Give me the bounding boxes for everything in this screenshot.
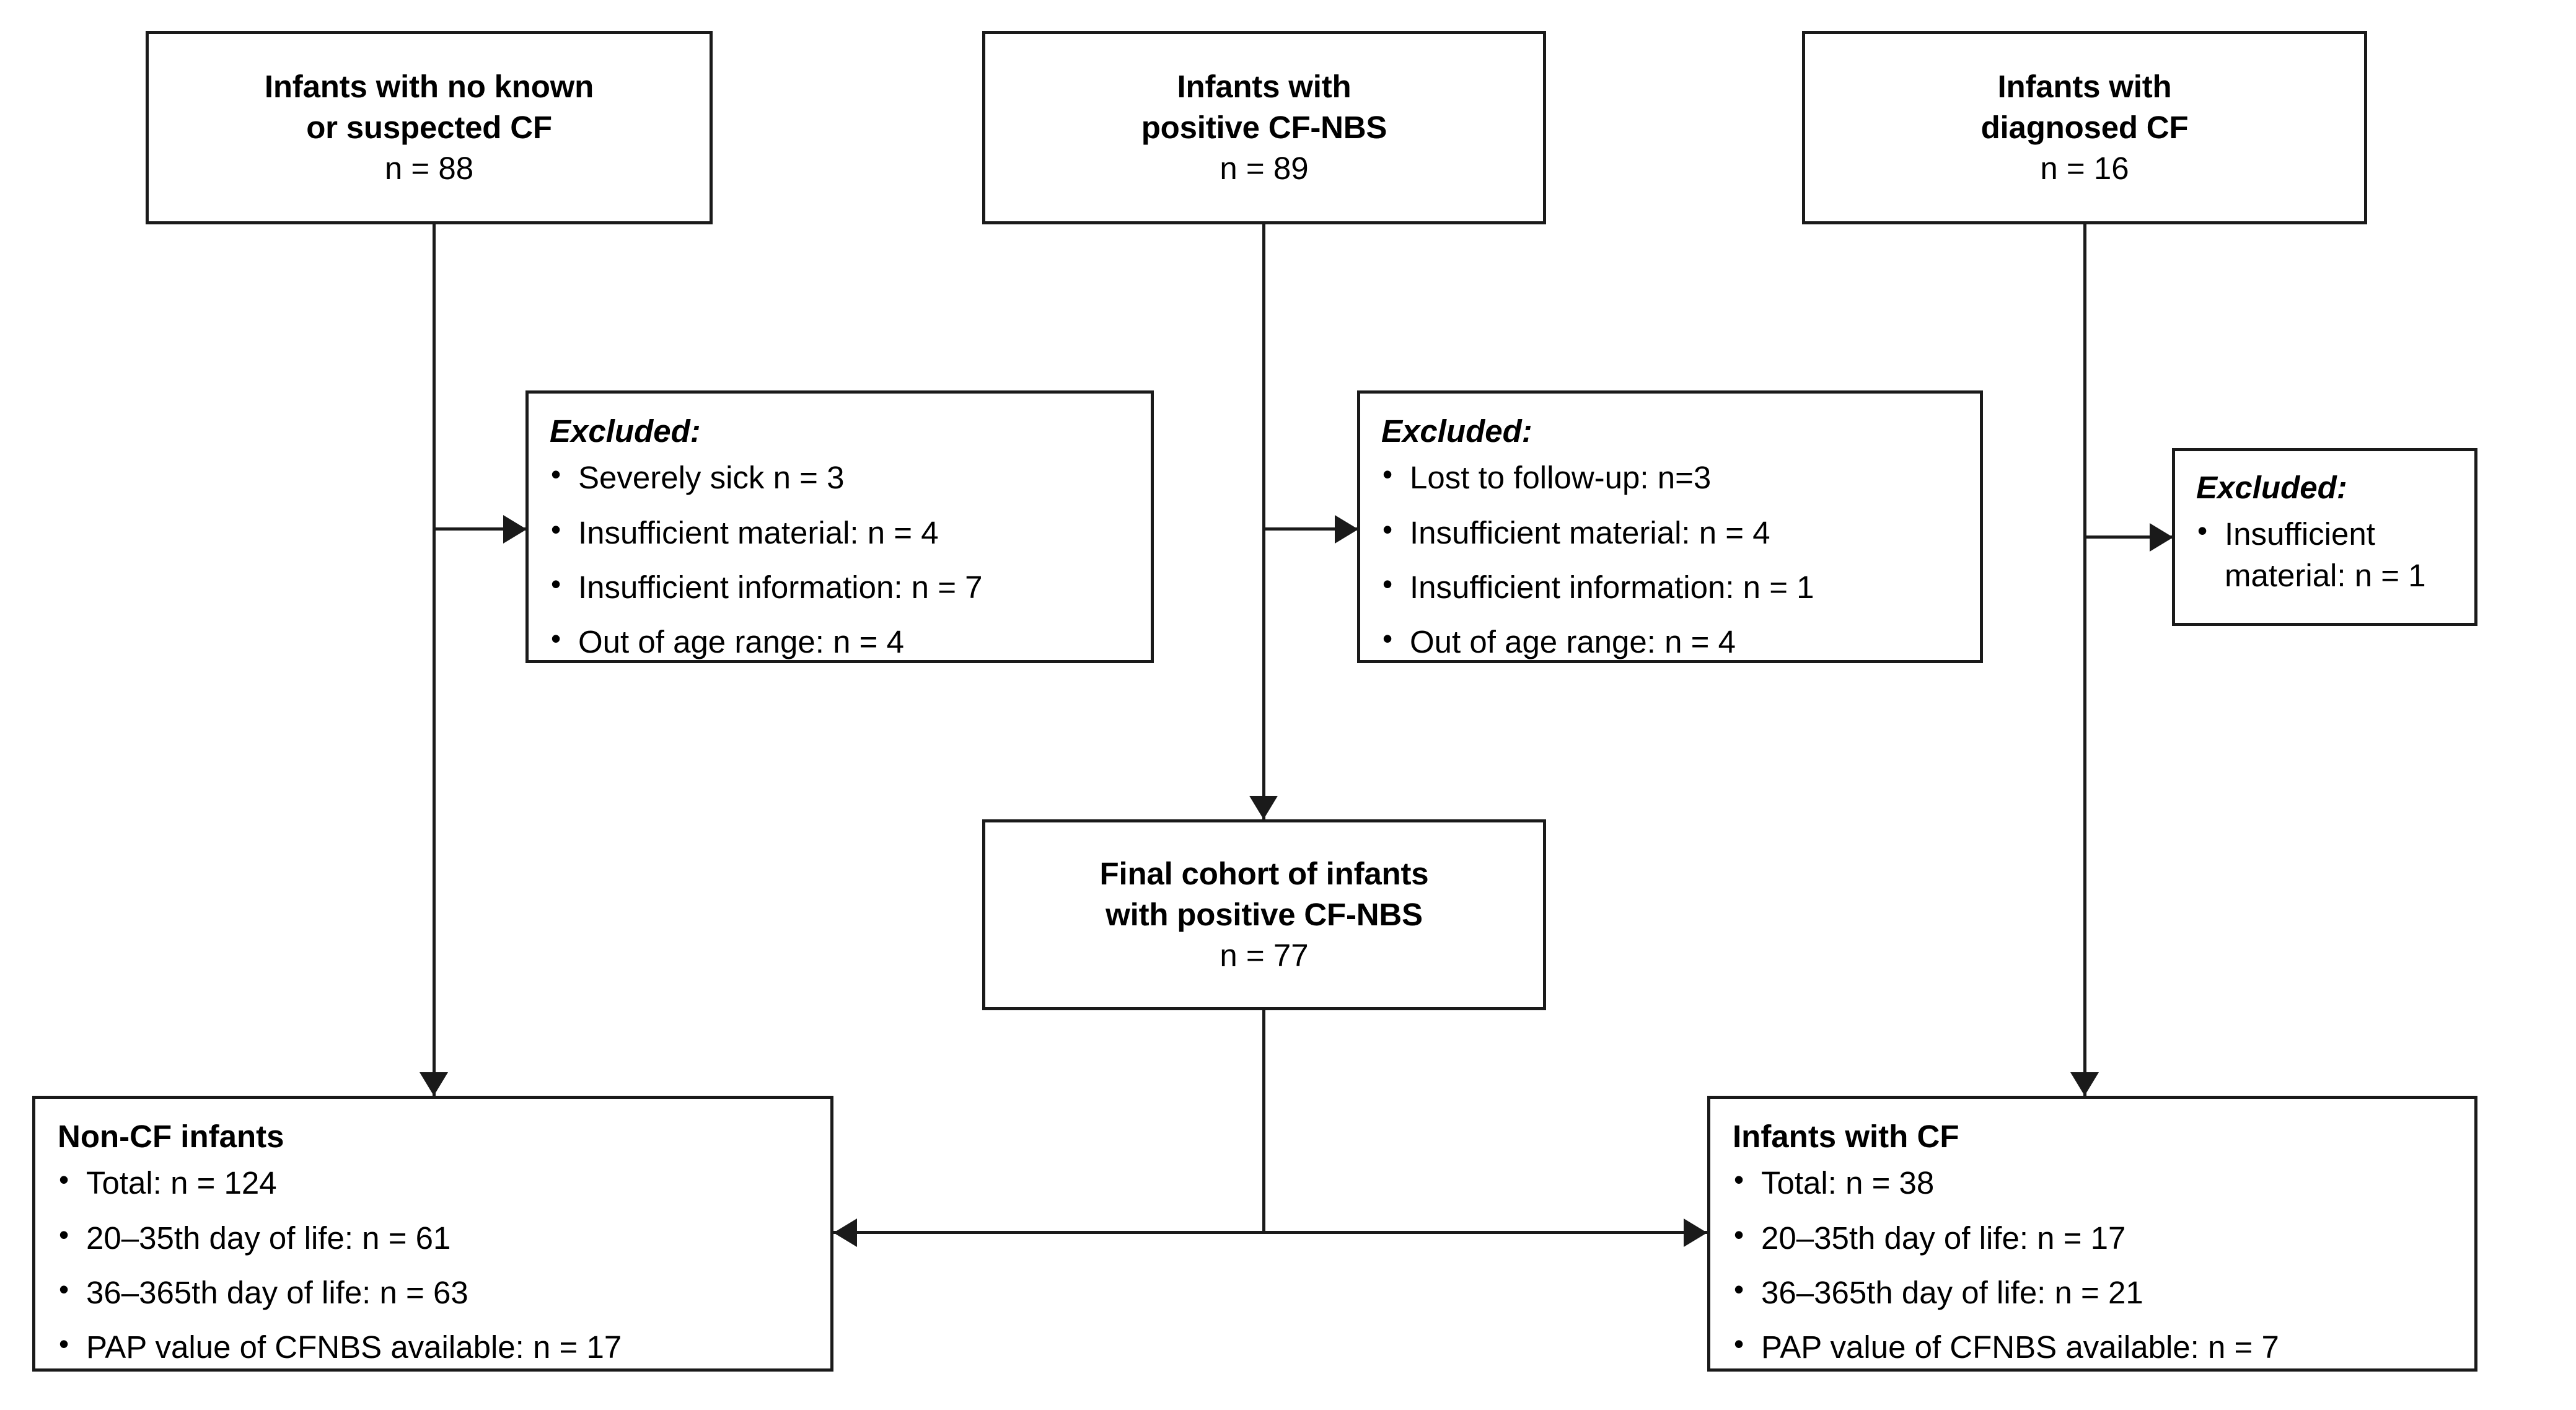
- list-item: Out of age range: n = 4: [550, 620, 1132, 663]
- excluded-heading: Excluded:: [2196, 470, 2347, 505]
- node-title-line1: Infants with: [1997, 68, 2172, 104]
- node-infants-diagnosed-cf[interactable]: Infants with diagnosed CF n = 16: [1802, 31, 2367, 224]
- excluded-reason-list: Lost to follow-up: n=3 Insufficient mate…: [1381, 456, 1965, 663]
- list-item: PAP value of CFNBS available: n = 17: [58, 1326, 818, 1368]
- excluded-heading: Excluded:: [1381, 413, 1532, 449]
- connector-bottom-horizontal: [833, 1231, 1707, 1234]
- list-item: 20–35th day of life: n = 17: [1733, 1217, 2464, 1259]
- node-count: n = 88: [384, 151, 474, 187]
- arrowhead-col3-to-excluded3: [2150, 523, 2173, 552]
- node-count: n = 77: [1220, 938, 1309, 974]
- list-item: PAP value of CFNBS available: n = 7: [1733, 1326, 2464, 1368]
- node-title-line2: or suspected CF: [306, 109, 552, 145]
- list-item: Insufficient material: n = 4: [1381, 511, 1965, 553]
- node-excluded-column2[interactable]: Excluded: Lost to follow-up: n=3 Insuffi…: [1357, 390, 1983, 663]
- node-excluded-column3[interactable]: Excluded: Insufficient material: n = 1: [2172, 448, 2477, 626]
- excluded-heading: Excluded:: [550, 413, 701, 449]
- node-final-cohort[interactable]: Final cohort of infants with positive CF…: [982, 819, 1546, 1010]
- list-item: Total: n = 38: [1733, 1161, 2464, 1204]
- list-item: 36–365th day of life: n = 63: [58, 1271, 818, 1313]
- outcome-detail-list: Total: n = 38 20–35th day of life: n = 1…: [1733, 1161, 2464, 1368]
- node-title-line2: positive CF-NBS: [1141, 109, 1387, 145]
- list-item: 20–35th day of life: n = 61: [58, 1217, 818, 1259]
- excluded-reason-list: Severely sick n = 3 Insufficient materia…: [550, 456, 1132, 663]
- connector-final-cohort-vertical: [1262, 1010, 1265, 1233]
- connector-col1-vertical: [433, 224, 436, 1096]
- list-item: Out of age range: n = 4: [1381, 620, 1965, 663]
- arrowhead-col1-to-excluded1: [503, 515, 527, 544]
- connector-col2-vertical-upper: [1262, 224, 1265, 819]
- list-item: Insufficient information: n = 7: [550, 566, 1132, 608]
- node-non-cf-infants[interactable]: Non-CF infants Total: n = 124 20–35th da…: [32, 1096, 833, 1372]
- outcome-detail-list: Total: n = 124 20–35th day of life: n = …: [58, 1161, 818, 1368]
- outcome-heading: Non-CF infants: [58, 1119, 284, 1154]
- list-item: Lost to follow-up: n=3: [1381, 456, 1965, 498]
- node-title-line1: Infants with: [1177, 68, 1352, 104]
- arrowhead-col2-to-excluded2: [1335, 515, 1358, 544]
- node-infants-positive-cfnbs[interactable]: Infants with positive CF-NBS n = 89: [982, 31, 1546, 224]
- list-item: Insufficient information: n = 1: [1381, 566, 1965, 608]
- list-item: Insufficient material: n = 1: [2196, 513, 2466, 596]
- arrowhead-col3-to-infants-with-cf: [2070, 1072, 2099, 1096]
- arrowhead-to-noncf-infants: [833, 1218, 857, 1247]
- node-count: n = 16: [2040, 151, 2129, 187]
- node-title-line1: Infants with no known: [264, 68, 594, 104]
- arrowhead-to-infants-with-cf: [1684, 1218, 1707, 1247]
- connector-col1-to-excluded1: [433, 527, 525, 531]
- node-title-line2: diagnosed CF: [1980, 109, 2189, 145]
- arrowhead-col2-to-final-cohort: [1249, 796, 1278, 819]
- node-count: n = 89: [1220, 151, 1309, 187]
- node-infants-no-known-cf[interactable]: Infants with no known or suspected CF n …: [146, 31, 713, 224]
- node-title-line2: with positive CF-NBS: [1106, 896, 1423, 932]
- connector-col3-to-excluded3: [2083, 535, 2172, 539]
- connector-col2-to-excluded2: [1262, 527, 1357, 531]
- list-item: Severely sick n = 3: [550, 456, 1132, 498]
- list-item: Insufficient material: n = 4: [550, 511, 1132, 553]
- list-item: 36–365th day of life: n = 21: [1733, 1271, 2464, 1313]
- arrowhead-col1-to-noncf: [420, 1072, 448, 1096]
- list-item: Total: n = 124: [58, 1161, 818, 1204]
- connector-col3-vertical: [2083, 224, 2086, 1096]
- node-excluded-column1[interactable]: Excluded: Severely sick n = 3 Insufficie…: [525, 390, 1154, 663]
- node-title-line1: Final cohort of infants: [1099, 855, 1429, 891]
- excluded-reason-list: Insufficient material: n = 1: [2196, 513, 2466, 596]
- node-infants-with-cf[interactable]: Infants with CF Total: n = 38 20–35th da…: [1707, 1096, 2477, 1372]
- outcome-heading: Infants with CF: [1733, 1119, 1959, 1154]
